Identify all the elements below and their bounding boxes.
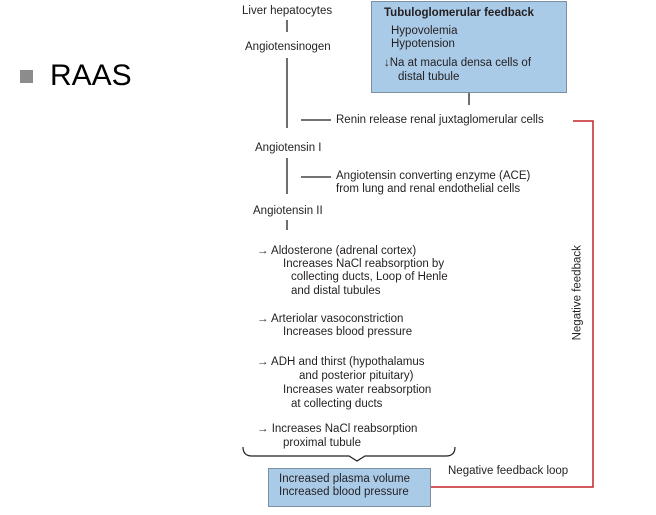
trigger-box-title: Tubuloglomerular feedback xyxy=(384,7,534,19)
ace-label-line1: Angiotensin converting enzyme (ACE) xyxy=(336,170,531,182)
bullet-square-icon xyxy=(20,70,33,83)
angiotensin-ii-label: Angiotensin II xyxy=(253,205,323,217)
trigger-box-na-line1: ↓Na at macula densa cells of xyxy=(384,57,532,69)
effect-adh-line3: Increases water reabsorption xyxy=(283,384,432,396)
negative-feedback-loop-label: Negative feedback loop xyxy=(448,465,569,477)
effect-nacl-line1: → Increases NaCl reabsorption xyxy=(257,423,418,435)
negative-feedback-vertical-label: Negative feedback xyxy=(571,245,584,341)
angiotensinogen-label: Angiotensinogen xyxy=(245,41,331,53)
angiotensin-i-label: Angiotensin I xyxy=(255,142,322,154)
effect-aldosterone-line2: Increases NaCl reabsorption by xyxy=(283,258,445,270)
outcome-line1: Increased plasma volume xyxy=(279,473,411,485)
effect-adh-line4: at collecting ducts xyxy=(291,398,383,410)
outcome-box: Increased plasma volume Increased blood … xyxy=(268,468,431,507)
effect-adh-line2: and posterior pituitary) xyxy=(299,370,414,382)
ace-label-line2: from lung and renal endothelial cells xyxy=(336,183,521,195)
effect-aldosterone-line4: and distal tubules xyxy=(291,285,381,297)
trigger-box-na-line2: distal tubule xyxy=(398,71,460,83)
slide-title: RAAS xyxy=(50,59,132,92)
renin-release-label: Renin release renal juxtaglomerular cell… xyxy=(336,114,544,126)
effect-nacl-line2: proximal tubule xyxy=(283,437,361,449)
outcome-line2: Increased blood pressure xyxy=(279,486,409,498)
tubuloglomerular-feedback-box: Tubuloglomerular feedback Hypovolemia Hy… xyxy=(371,1,567,93)
trigger-box-hypotension: Hypotension xyxy=(391,38,455,50)
liver-hepatocytes-label: Liver hepatocytes xyxy=(242,5,333,17)
trigger-box-hypovolemia: Hypovolemia xyxy=(391,25,458,37)
effect-vasoconstriction-line1: → Arteriolar vasoconstriction xyxy=(257,313,404,325)
effect-aldosterone-line1: → Aldosterone (adrenal cortex) xyxy=(257,245,417,257)
effect-adh-line1: → ADH and thirst (hypothalamus xyxy=(257,356,425,368)
effect-vasoconstriction-line2: Increases blood pressure xyxy=(283,326,413,338)
effect-aldosterone-line3: collecting ducts, Loop of Henle xyxy=(291,271,448,283)
